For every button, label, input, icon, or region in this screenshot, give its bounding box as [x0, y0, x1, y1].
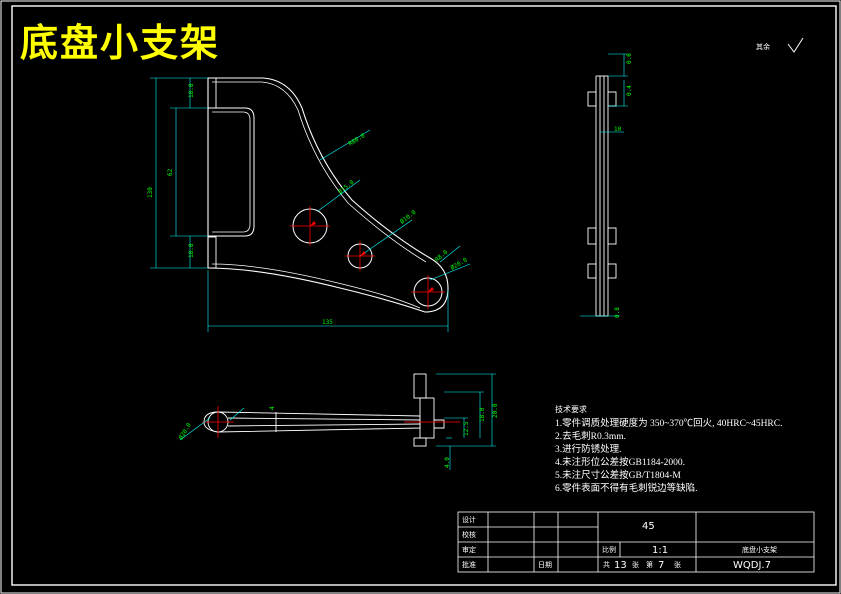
dim-front-inner-height: 62 — [167, 168, 174, 176]
tb-sheet-no: 7 — [658, 560, 664, 571]
tb-part-name: 底盘小支架 — [742, 545, 777, 554]
front-window-inner — [212, 111, 251, 233]
note-item-5: 5.未注尺寸公差按GB/T1804-M — [555, 469, 681, 481]
dim-side-mid: 10 — [614, 126, 622, 133]
dim-bottom-top-t: 4 — [269, 406, 276, 410]
dim-front-bottom-offset: 18.8 — [188, 243, 195, 258]
tb-sheet-label-2: 张 — [674, 560, 681, 569]
dim-radius-large: R80.0 — [347, 132, 366, 148]
drawing-title: 底盘小支架 — [20, 21, 220, 65]
tb-material: 45 — [642, 521, 655, 532]
dim-hole-b: Ø10.0 — [399, 209, 418, 226]
dim-bottom-right-h1: 20.0 — [492, 403, 499, 418]
dim-hole-c: Ø20.0 — [450, 256, 469, 271]
tb-scale: 1:1 — [652, 545, 668, 556]
tb-label-check: 校核 — [462, 530, 476, 539]
top-view: Ø20.0 20.0 18.0 12.5 4.0 4 — [178, 373, 499, 470]
front-top-tab — [207, 77, 217, 109]
dim-bottom-right-h4: 4.0 — [444, 457, 451, 468]
dim-front-top-offset: 18.8 — [188, 83, 195, 98]
technical-notes: 技术要求 1.零件调质处理硬度为 350~370℃回火, 40HRC~45HRC… — [555, 404, 782, 494]
front-bottom-inner — [211, 263, 421, 309]
front-bottom-tab — [207, 236, 217, 269]
tb-date-label: 日期 — [538, 561, 552, 569]
dim-bottom-right-h3: 12.5 — [463, 421, 470, 436]
note-item-1: 1.零件调质处理硬度为 350~370℃回火, 40HRC~45HRC. — [555, 417, 782, 429]
tb-label-review: 审定 — [462, 545, 476, 554]
dim-bottom-right-h2: 18.0 — [479, 407, 486, 422]
front-outline — [207, 77, 449, 313]
dim-front-height: 130 — [147, 187, 154, 198]
tb-sheet-label: 张 — [632, 560, 639, 569]
tb-label-design: 设计 — [462, 515, 476, 524]
inner-frame — [11, 5, 837, 586]
front-window — [208, 107, 255, 237]
note-item-6: 6.零件表面不得有毛刺锐边等缺陷. — [555, 482, 698, 494]
note-item-3: 3.进行防锈处理. — [555, 443, 622, 455]
dim-front-width: 135 — [322, 319, 333, 326]
tb-scale-label: 比例 — [602, 545, 616, 554]
side-view: 0.6 0.4 10 0.8 — [580, 53, 633, 318]
tb-sheet-total-label: 共 — [603, 560, 610, 569]
dim-side-top2: 0.4 — [626, 85, 633, 96]
roughness-label: 其余 — [756, 42, 770, 51]
roughness-check-icon — [787, 37, 804, 53]
tb-sheet-total: 13 — [614, 560, 627, 571]
dim-side-bottom: 0.8 — [614, 307, 621, 318]
front-view: 130 62 18.8 18.8 135 R80.0 Ø15.0 Ø10.0 Ø… — [147, 77, 471, 332]
centerlines — [290, 206, 445, 309]
dim-arrows — [310, 221, 434, 292]
notes-heading: 技术要求 — [555, 404, 587, 414]
dim-side-top: 0.6 — [626, 53, 633, 64]
tb-drawing-no: WQDJ.7 — [733, 560, 771, 571]
note-item-2: 2.去毛刺R0.3mm. — [555, 430, 626, 442]
front-dimensions — [150, 77, 471, 332]
tb-sheet-no-label: 第 — [646, 560, 653, 569]
front-outline-inner — [212, 81, 427, 263]
dim-bottom-left-dia: Ø20.0 — [178, 422, 193, 441]
title-block — [457, 511, 815, 573]
tb-label-approve: 批准 — [462, 560, 476, 569]
note-item-4: 4.未注形位公差按GB1184-2000. — [555, 456, 685, 468]
